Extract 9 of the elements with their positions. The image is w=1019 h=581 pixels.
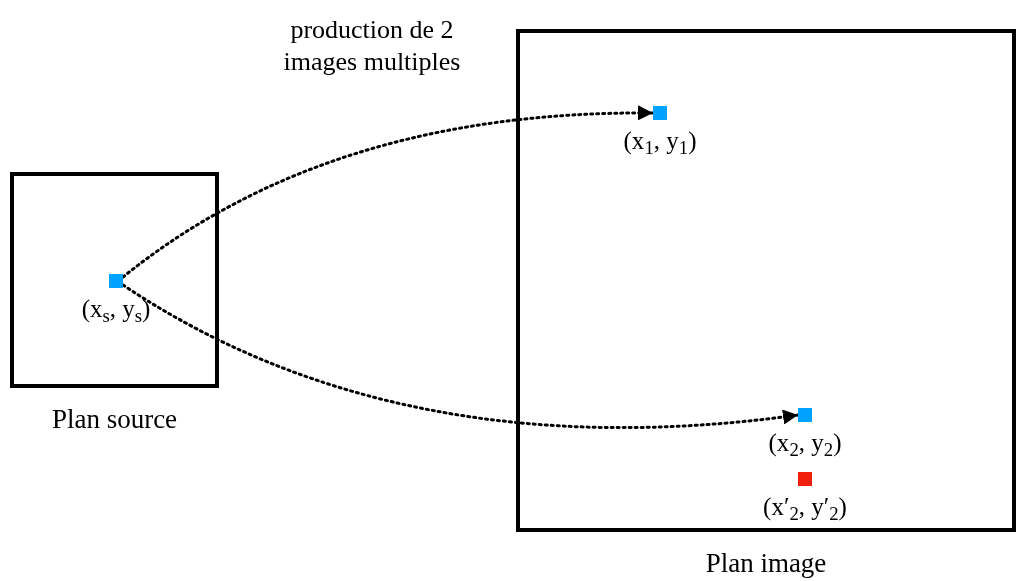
plane-label: Plan source bbox=[51, 406, 178, 433]
coordinate-label: (x$_{1}$, y$_{1}$) bbox=[623, 128, 697, 153]
annotation-text: production de 2 images multiples bbox=[282, 14, 462, 78]
dotted-arrow bbox=[121, 105, 655, 279]
dotted-arrow bbox=[121, 283, 800, 429]
coordinate-label: (x$_{2}$, y$_{2}$) bbox=[768, 430, 842, 455]
coordinate-label: (x′$_{2}$, y′$_{2}$) bbox=[763, 494, 847, 519]
plane-label: Plan image bbox=[705, 550, 827, 577]
coordinate-label: (x$_{s}$, y$_{s}$) bbox=[81, 296, 151, 321]
